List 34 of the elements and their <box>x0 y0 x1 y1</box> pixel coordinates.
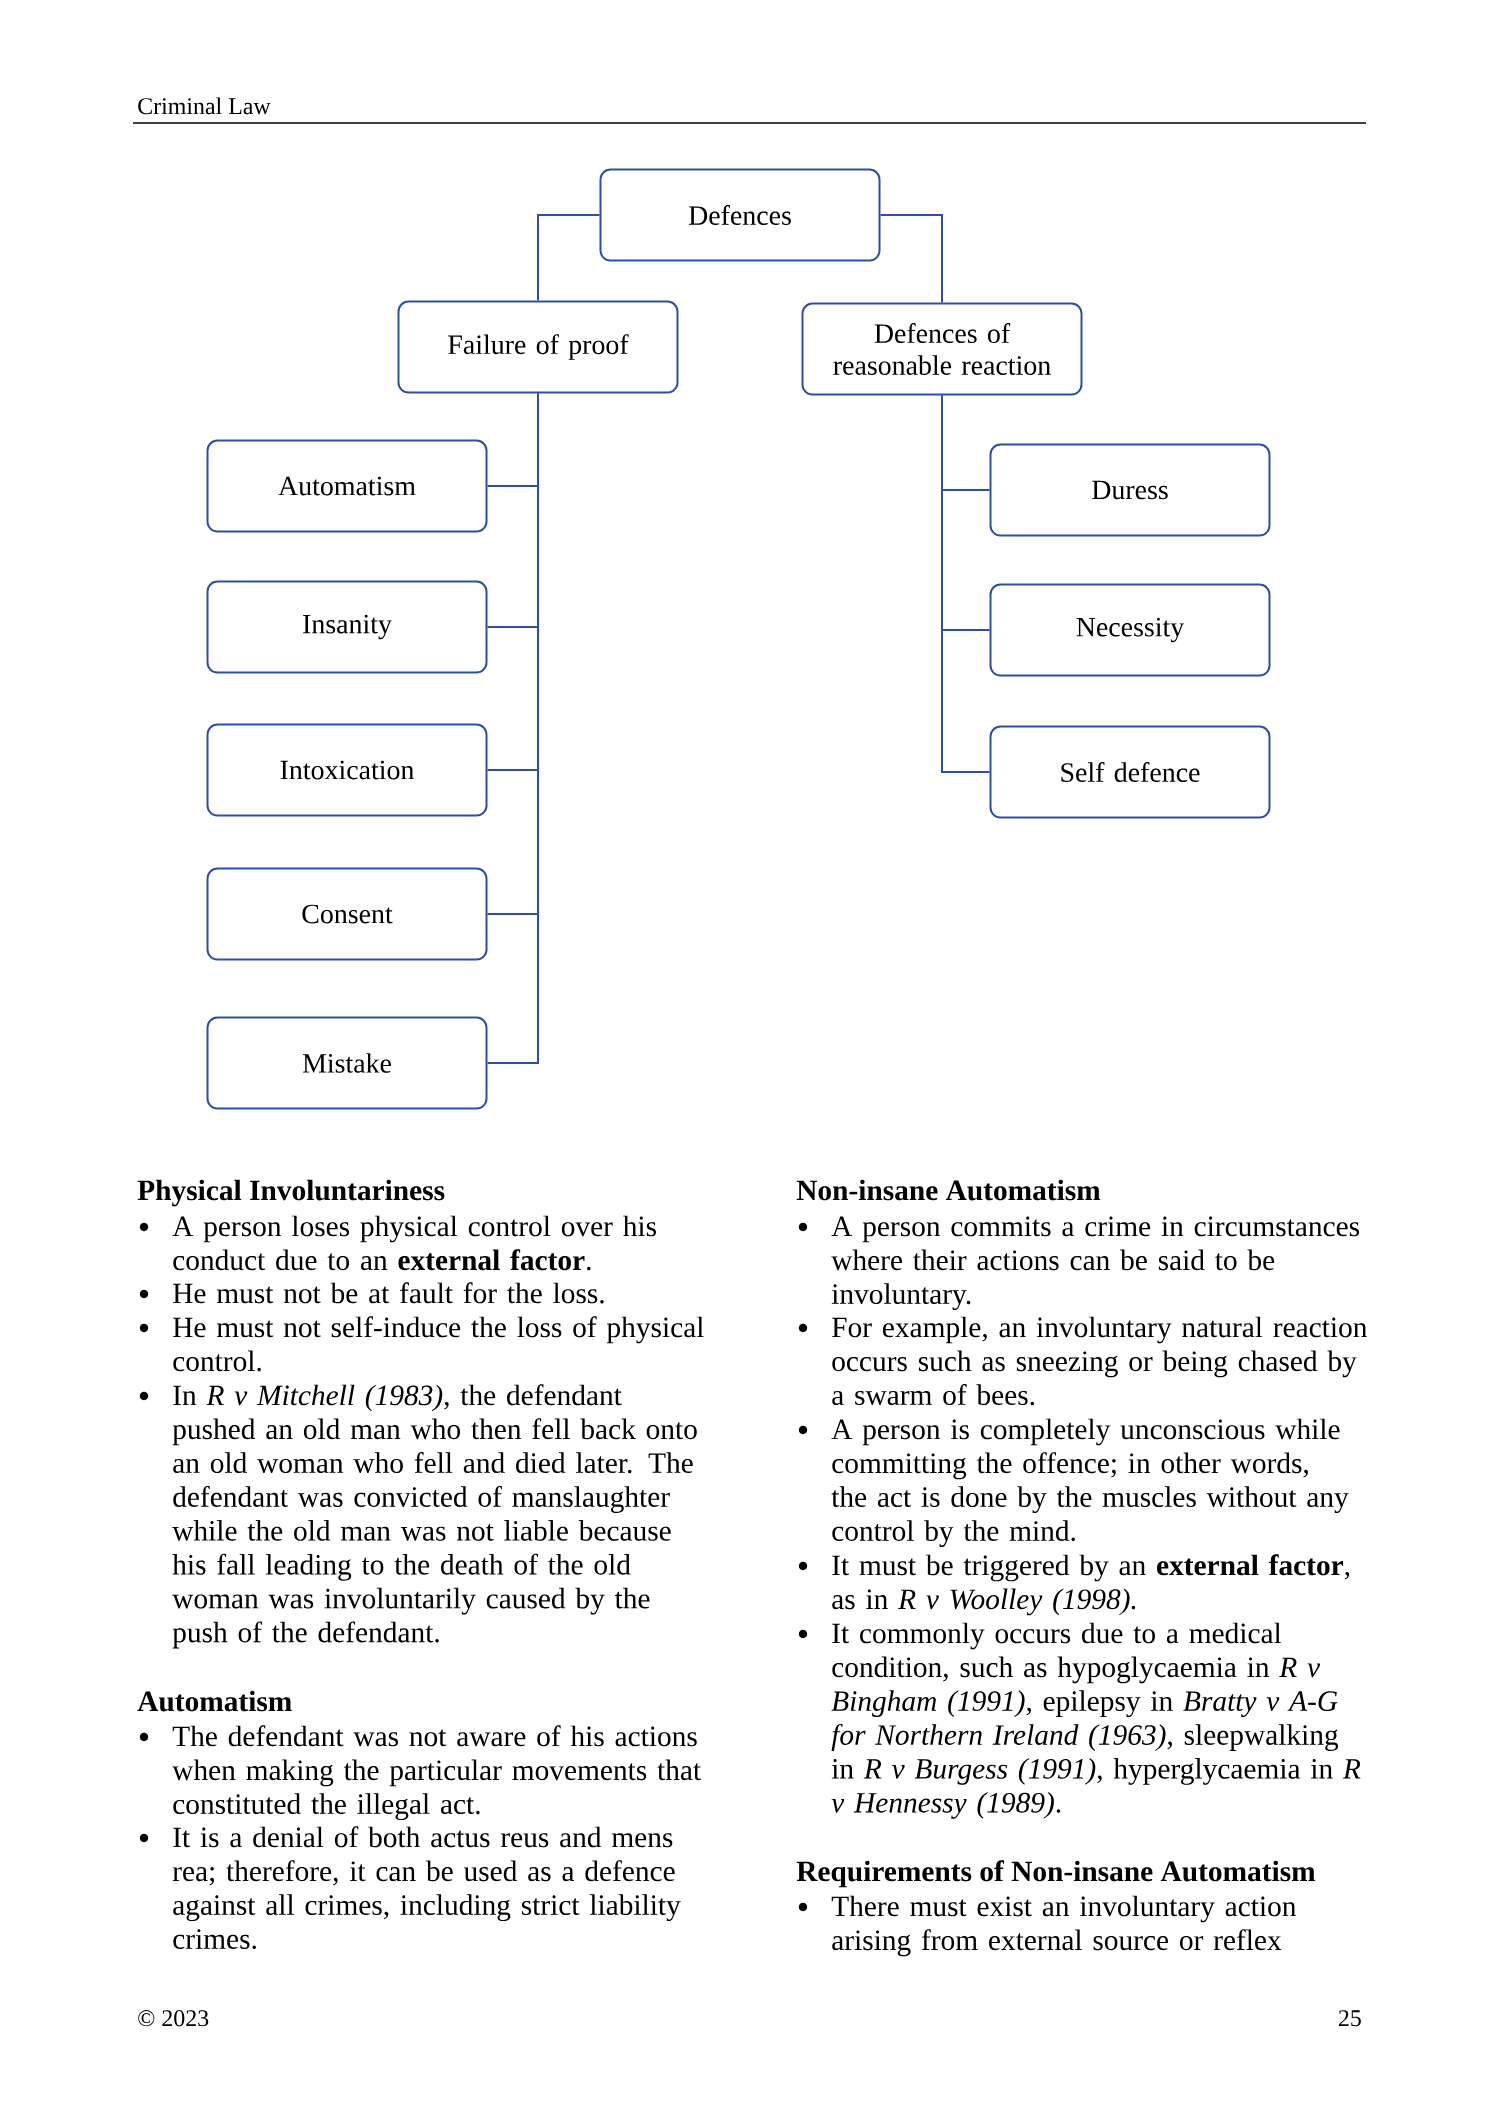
category-box: Failure of proof <box>397 300 679 394</box>
bullet-item: It must be triggered by an external factor, as in R v Woolley (1998). <box>832 1554 1350 1616</box>
bullet-item: There must exist an involuntary action arising from external source or reflex <box>831 1895 1297 1957</box>
category-box: Insanity <box>206 580 488 674</box>
category-box: Intoxication <box>206 723 488 817</box>
bullet-item: A person is completely unconscious while committing the offence; in other words, the act is done by the muscles without any control by the mind. <box>831 1418 1349 1547</box>
bullet-item: It commonly occurs due to a medical condition, such as hypoglycaemia in R v Bingham (1991), epilepsy in Bratty v A-G for Northern Ireland (1963), sleepwalking in R v Burgess (1991), hyperglycaemia in R v Hennessy (1989). <box>831 1622 1361 1819</box>
section-heading: Physical Involuntariness <box>137 1179 445 1207</box>
connector <box>537 214 601 302</box>
category-box: Duress <box>989 443 1271 537</box>
bullet-item: A person commits a crime in circumstances where their actions can be said to be involuntary. <box>831 1216 1360 1311</box>
category-box: Defences <box>599 168 881 262</box>
section-heading: Non-insane Automatism <box>796 1179 1101 1201</box>
category-box: Self defence <box>989 725 1271 819</box>
copyright-notice: © 2023 <box>138 2010 209 2027</box>
bullet-item: It is a denial of both actus reus and mens rea; therefore, it can be used as a defence against all crimes, including strict liability crimes. <box>172 1826 681 1950</box>
bullet-item: He must not self-induce the loss of physical control. <box>173 1316 704 1372</box>
connector <box>941 394 991 773</box>
connector <box>879 214 943 304</box>
category-box: Mistake <box>206 1016 488 1110</box>
category-box: Consent <box>206 867 488 961</box>
bullet-item: The defendant was not aware of his actions when making the particular movements that constituted the illegal act. <box>172 1725 701 1821</box>
category-box: Defences of reasonable reaction <box>801 302 1083 396</box>
bullet-item: A person loses physical control over his conduct due to an external factor. <box>172 1215 656 1271</box>
section-heading: Requirements of Non-insane Automatism <box>796 1860 1316 1888</box>
bullet-item: In R v Mitchell (1983), the defendant pushed an old man who then fell back onto an old woman who fell and died later. The defendant was convicted of manslaughter while the old man was not liable because his fall leading to the death of the old woman was involuntarily caused by the push of the defendant. <box>172 1384 697 1649</box>
section-heading: Automatism <box>137 1690 292 1712</box>
category-box: Necessity <box>989 583 1271 677</box>
category-box: Automatism <box>206 439 488 533</box>
running-header: Criminal Law <box>138 97 271 115</box>
bullet-item: For example, an involuntary natural reaction occurs such as sneezing or being chased by a swarm of bees. <box>832 1316 1367 1406</box>
connector <box>486 392 539 1064</box>
bullet-item: He must not be at fault for the loss. <box>173 1282 604 1304</box>
page-number: 25 <box>1338 2010 1361 2027</box>
